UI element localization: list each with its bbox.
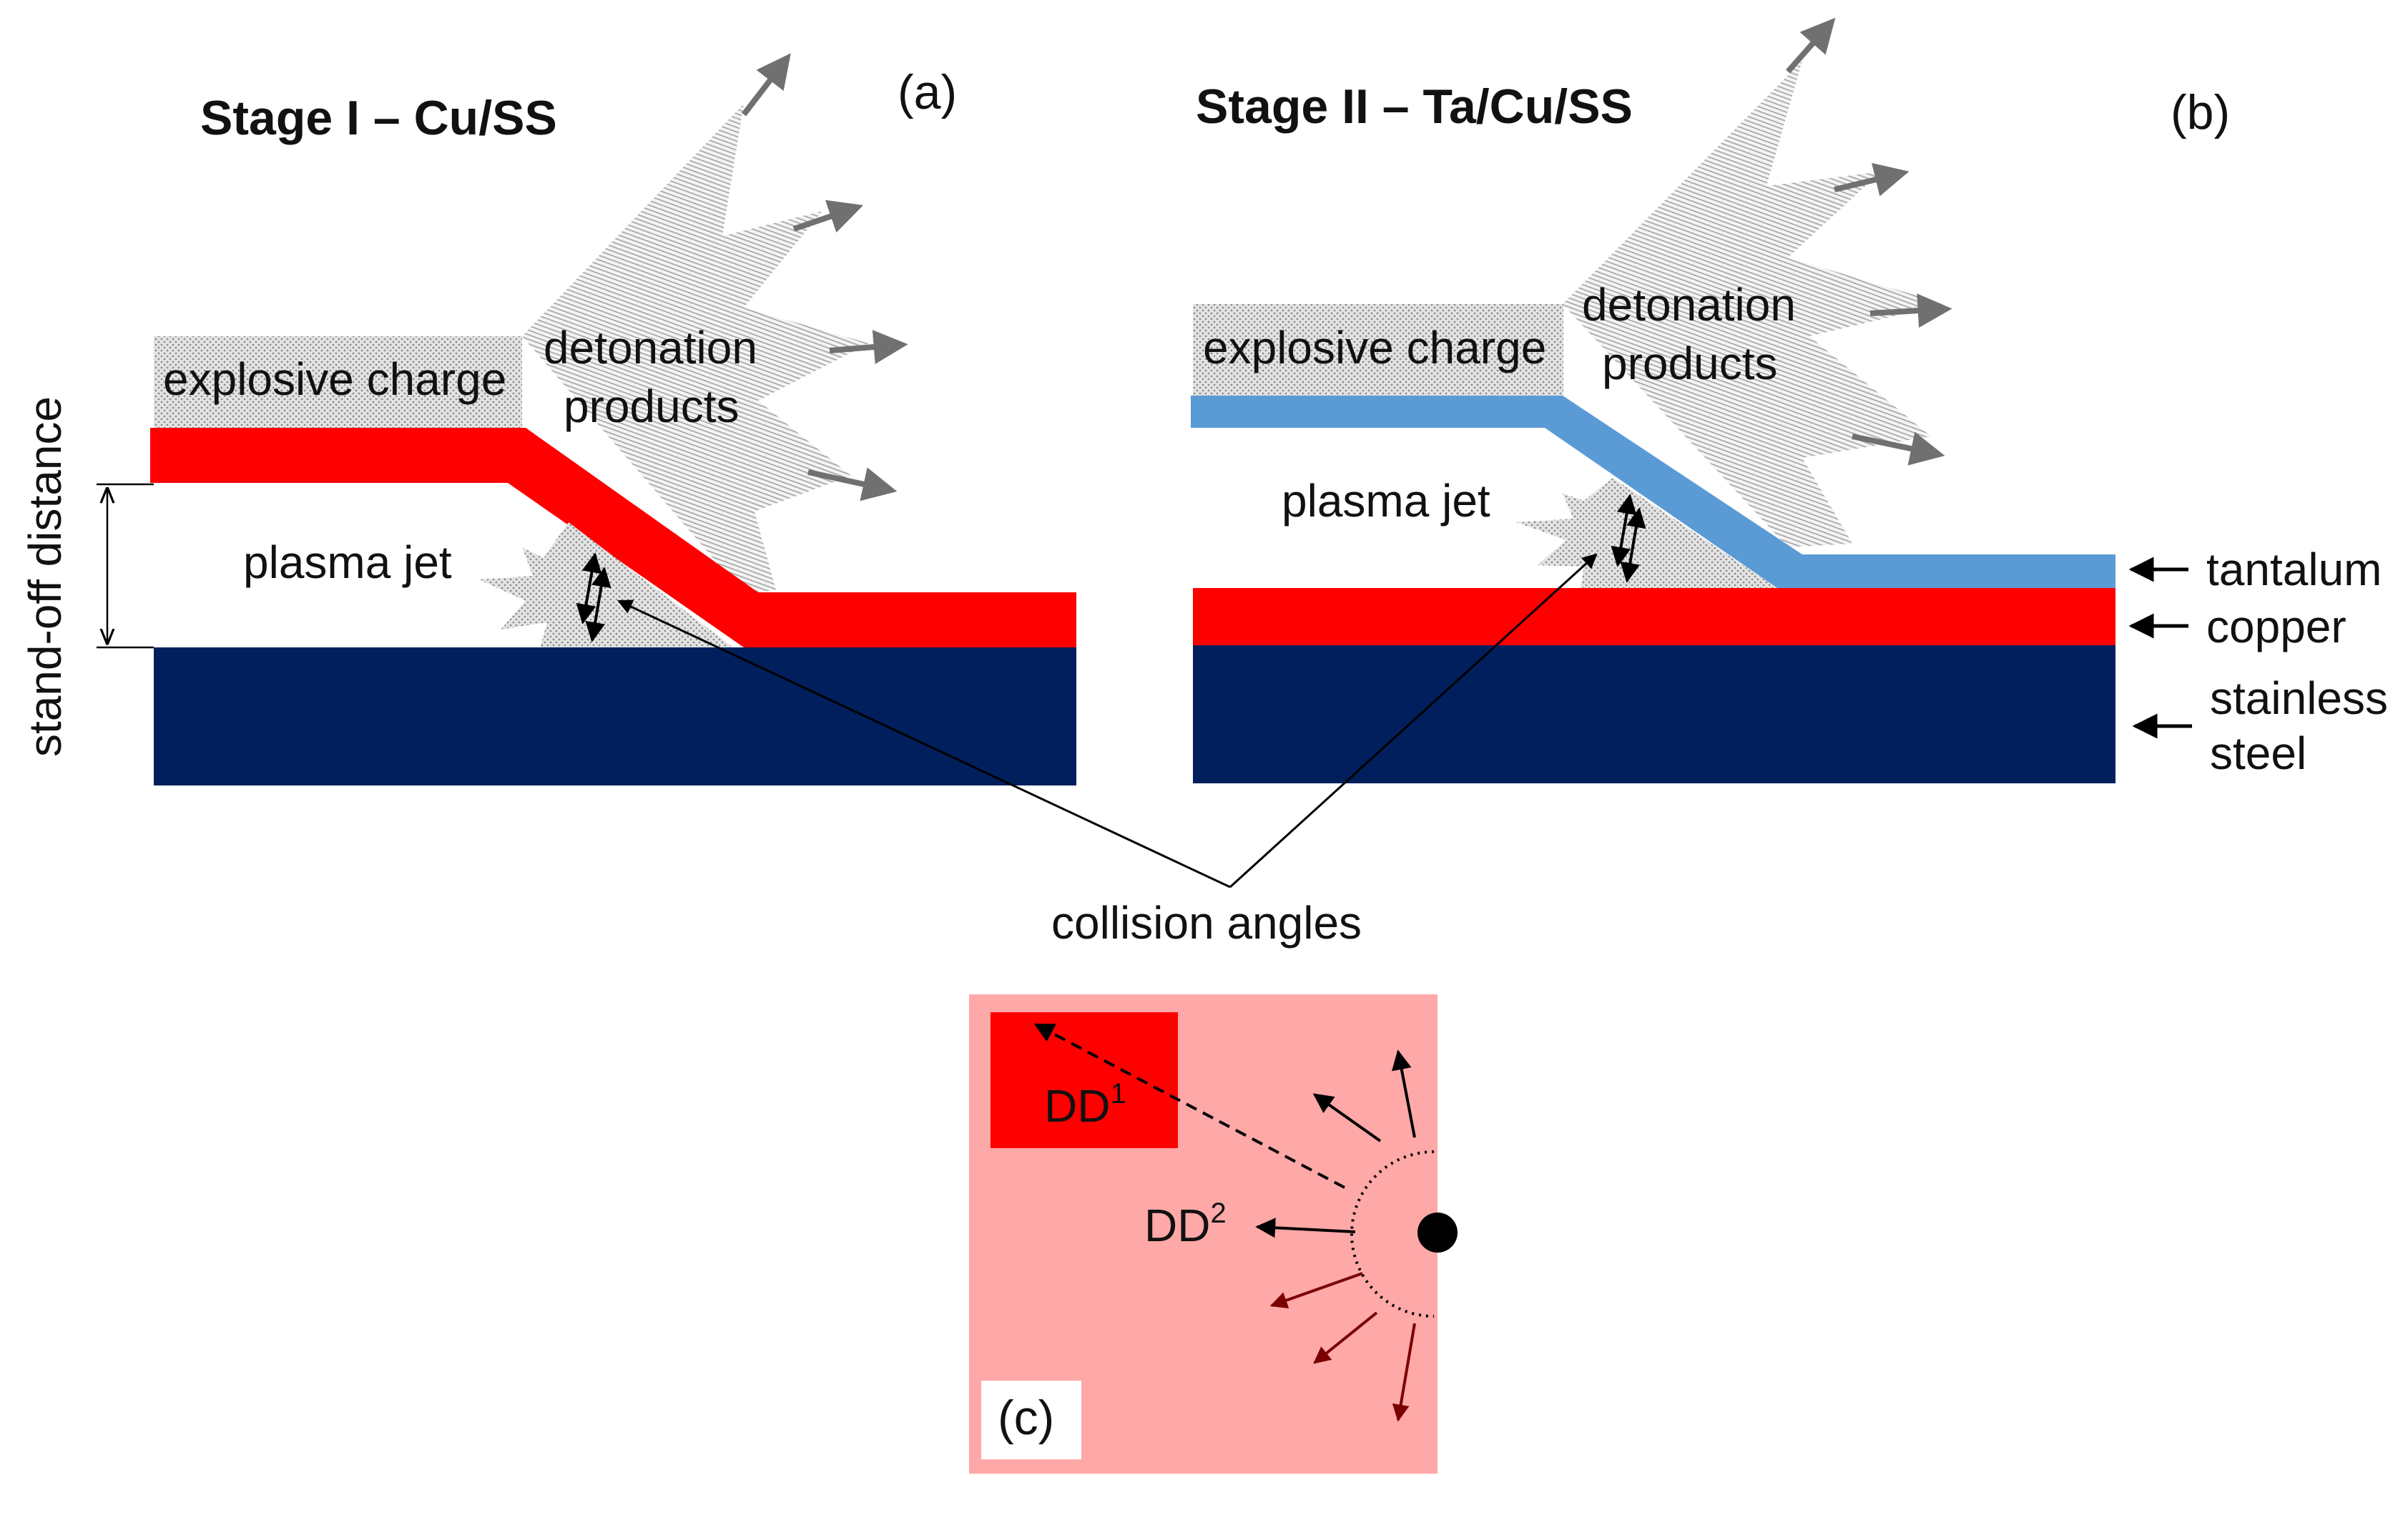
- detonation-label-b-line1: detonation: [1582, 279, 1796, 330]
- impact-point: [1417, 1213, 1458, 1253]
- dd1-dashed-arrow: [1033, 1023, 1345, 1189]
- radial-arrow-red-1: [1269, 1272, 1363, 1309]
- explosive-charge-label-b: explosive charge: [1203, 322, 1546, 373]
- jet-double-arrow-b2: [1611, 494, 1637, 567]
- stainless-label-line2: steel: [2210, 728, 2306, 779]
- collision-pointer-a: [617, 599, 1231, 888]
- dd1-region: [991, 1012, 1178, 1148]
- panel-a-label: (a): [898, 65, 957, 119]
- detonation-arrow-b2: [1834, 162, 1910, 197]
- tantalum-flyer-plate-b: [1191, 396, 2115, 588]
- panel-c-label-box: [981, 1381, 1081, 1459]
- explosive-charge-a: [154, 336, 522, 428]
- copper-plate-b: [1193, 588, 2115, 645]
- panel-b-title: Stage II – Ta/Cu/SS: [1196, 79, 1633, 134]
- explosive-charge-label-a: explosive charge: [163, 353, 506, 405]
- detonation-products-cloud-a: [522, 104, 869, 594]
- detonation-arrow-a1: [741, 53, 791, 117]
- dd1-label: DD1: [1044, 1078, 1126, 1132]
- tantalum-label: tantalum: [2206, 544, 2382, 595]
- explosive-charge-b: [1193, 304, 1563, 396]
- radial-arrow-red-3: [1392, 1323, 1416, 1422]
- collision-pointer-b: [1229, 553, 1598, 888]
- jet-double-arrow-a2: [576, 552, 602, 625]
- detonation-arrow-b1: [1786, 17, 1836, 74]
- radial-arrow-2: [1391, 1049, 1416, 1138]
- detonation-arrow-a2: [792, 200, 864, 233]
- panel-c: DD1 DD2 (c): [969, 994, 1458, 1474]
- dd2-arrow: [1255, 1218, 1356, 1238]
- plasma-jet-label-a: plasma jet: [243, 537, 452, 588]
- radial-arrow-red-2: [1313, 1311, 1378, 1364]
- impact-wavefront-arc: [1350, 1150, 1435, 1318]
- stainless-steel-plate-b: [1193, 645, 2115, 783]
- collision-angles-label: collision angles: [1051, 897, 1362, 949]
- detonation-arrow-a4: [807, 467, 898, 501]
- detonation-label-a-line2: products: [564, 381, 739, 432]
- dd2-label: DD2: [1144, 1198, 1227, 1251]
- plasma-jet-label-b: plasma jet: [1282, 475, 1490, 527]
- panel-a: Stage I – Cu/SS (a) explosive charge det…: [19, 53, 1076, 785]
- copper-flyer-plate-a: [150, 428, 1076, 647]
- copper-label: copper: [2206, 601, 2346, 652]
- detonation-products-cloud-b: [1563, 61, 1945, 547]
- panel-c-label: (c): [998, 1391, 1054, 1445]
- radial-arrow-1: [1312, 1093, 1382, 1142]
- detonation-label-a-line1: detonation: [544, 322, 757, 373]
- stainless-label-line1: stainless: [2210, 672, 2388, 724]
- detonation-label-b-line2: products: [1602, 338, 1777, 389]
- panel-a-title: Stage I – Cu/SS: [200, 91, 557, 145]
- collision-angles-callout: collision angles: [617, 553, 1598, 949]
- detonation-arrow-b4: [1852, 431, 1945, 466]
- stainless-steel-plate-a: [154, 647, 1076, 785]
- detonation-arrow-a3: [829, 330, 908, 364]
- panel-b: Stage II – Ta/Cu/SS (b) explosive charge…: [1191, 17, 2388, 783]
- detonation-arrow-b3: [1869, 293, 1952, 328]
- standoff-distance-label: stand-off distance: [19, 396, 71, 757]
- panel-b-label: (b): [2171, 85, 2230, 139]
